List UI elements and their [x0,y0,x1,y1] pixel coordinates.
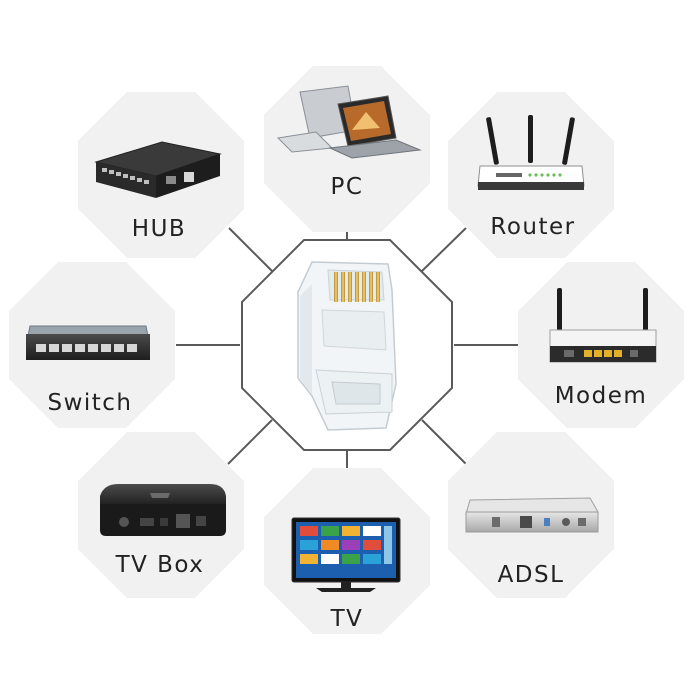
tv-icon [291,517,401,592]
connector-router [421,227,467,272]
tv-box-icon [100,484,226,536]
labels: PC Router Modem ADSL TV TV Box Switch HU… [47,174,648,632]
hub-icon [94,141,222,198]
tv-screen-tiles [300,526,392,564]
label-tv: TV [330,606,364,632]
laptop-icon [276,85,422,159]
label-pc: PC [331,174,364,200]
switch-icon [26,325,150,360]
label-tvbox: TV Box [115,552,205,578]
rj45-connector-icon [297,261,397,431]
label-modem: Modem [555,383,648,409]
modem-icon [549,288,657,363]
label-adsl: ADSL [498,562,565,588]
connector-hub [228,227,274,273]
label-switch: Switch [47,390,132,416]
connector-tvbox [227,419,273,465]
adsl-modem-icon [465,497,599,533]
connector-lines [176,226,518,468]
label-router: Router [490,214,575,240]
label-hub: HUB [132,216,186,242]
connector-adsl [421,419,467,465]
router-icon [477,115,585,190]
